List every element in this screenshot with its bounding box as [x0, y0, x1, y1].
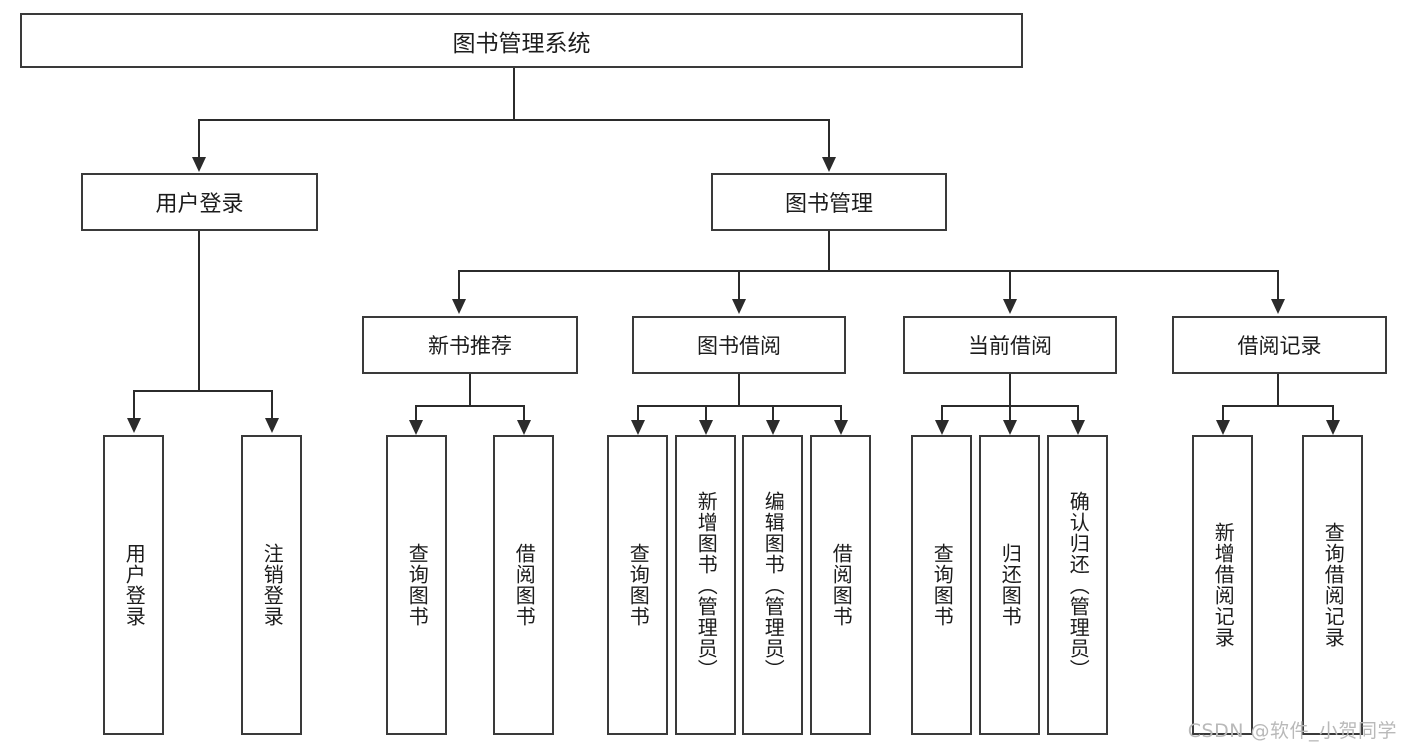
leaf-borrow-query-book[interactable]: 查询图书: [607, 435, 668, 735]
node-label: 新增图书（管理员）: [694, 490, 719, 680]
node-label: 编辑图书（管理员）: [761, 490, 786, 680]
leaf-record-query-record[interactable]: 查询借阅记录: [1302, 435, 1363, 735]
connector-drop-leaf-record-2: [1332, 405, 1334, 425]
arrow-down-leaf-user-login-2: [265, 418, 279, 433]
leaf-borrow-borrow-book[interactable]: 借阅图书: [810, 435, 871, 735]
arrow-down-leaf-record-1: [1216, 420, 1230, 435]
arrow-down-leaf-current-3: [1071, 420, 1085, 435]
connector-drop-new-book-recommend: [458, 270, 460, 301]
connector-drop-leaf-recommend-2: [523, 405, 525, 425]
connector-drop-current-borrow: [1009, 270, 1011, 301]
arrow-down-leaf-recommend-2: [517, 420, 531, 435]
connector-root-stem: [513, 68, 515, 120]
leaf-recommend-borrow-book[interactable]: 借阅图书: [493, 435, 554, 735]
arrow-down-leaf-current-2: [1003, 420, 1017, 435]
node-label: 图书管理: [784, 192, 873, 217]
leaf-user-login-logout[interactable]: 注销登录: [241, 435, 302, 735]
leaf-user-login-login[interactable]: 用户登录: [103, 435, 164, 735]
connector-drop-leaf-record-1: [1222, 405, 1224, 425]
leaf-borrow-add-book-admin[interactable]: 新增图书（管理员）: [675, 435, 736, 735]
connector-borrow-record-bus: [1222, 405, 1334, 407]
arrow-down-leaf-borrow-4: [834, 420, 848, 435]
node-book-borrow[interactable]: 图书借阅: [632, 316, 846, 374]
leaf-borrow-edit-book-admin[interactable]: 编辑图书（管理员）: [742, 435, 803, 735]
connector-drop-leaf-current-1: [941, 405, 943, 425]
arrow-down-leaf-borrow-2: [699, 420, 713, 435]
connector-current-borrow-stem: [1009, 374, 1011, 406]
connector-drop-leaf-current-3: [1077, 405, 1079, 425]
node-label: 查询图书: [626, 543, 651, 627]
node-label: 借阅图书: [829, 543, 854, 627]
connector-drop-leaf-borrow-2: [705, 405, 707, 425]
connector-user-login-stem: [198, 231, 200, 391]
arrow-down-new-book-recommend: [452, 299, 466, 314]
connector-book-borrow-bus: [637, 405, 842, 407]
connector-drop-book-borrow: [738, 270, 740, 301]
arrow-down-leaf-user-login-1: [127, 418, 141, 433]
node-new-book-recommend[interactable]: 新书推荐: [362, 316, 578, 374]
arrow-down-current-borrow: [1003, 299, 1017, 314]
node-label: 借阅记录: [1237, 334, 1322, 358]
connector-drop-leaf-borrow-4: [840, 405, 842, 425]
node-label: 查询图书: [405, 543, 430, 627]
connector-level3-bus: [458, 270, 1279, 272]
connector-book-borrow-stem: [738, 374, 740, 406]
arrow-down-leaf-record-2: [1326, 420, 1340, 435]
arrow-down-book-management: [822, 157, 836, 172]
node-label: 归还图书: [998, 543, 1023, 627]
leaf-current-confirm-return-admin[interactable]: 确认归还（管理员）: [1047, 435, 1108, 735]
arrow-down-leaf-recommend-1: [409, 420, 423, 435]
connector-borrow-record-stem: [1277, 374, 1279, 406]
arrow-down-user-login: [192, 157, 206, 172]
node-label: 新书推荐: [428, 334, 512, 358]
connector-new-book-recommend-bus: [415, 405, 525, 407]
node-label: 新增借阅记录: [1211, 522, 1236, 648]
leaf-record-add-record[interactable]: 新增借阅记录: [1192, 435, 1253, 735]
node-label: 查询图书: [930, 543, 955, 627]
connector-book-management-stem: [828, 231, 830, 271]
arrow-down-borrow-record: [1271, 299, 1285, 314]
connector-drop-leaf-borrow-1: [637, 405, 639, 425]
leaf-current-query-book[interactable]: 查询图书: [911, 435, 972, 735]
arrow-down-leaf-borrow-3: [766, 420, 780, 435]
connector-drop-leaf-borrow-3: [772, 405, 774, 425]
node-user-login[interactable]: 用户登录: [81, 173, 318, 231]
node-label: 注销登录: [260, 543, 285, 627]
connector-drop-user-login: [198, 119, 200, 159]
node-book-management-system[interactable]: 图书管理系统: [20, 13, 1023, 68]
arrow-down-leaf-current-1: [935, 420, 949, 435]
node-label: 图书管理系统: [452, 30, 591, 57]
arrow-down-leaf-borrow-1: [631, 420, 645, 435]
node-label: 查询借阅记录: [1321, 522, 1346, 648]
node-label: 用户登录: [122, 543, 147, 627]
node-label: 图书借阅: [697, 334, 781, 358]
connector-root-bus: [198, 119, 830, 121]
arrow-down-book-borrow: [732, 299, 746, 314]
node-current-borrow[interactable]: 当前借阅: [903, 316, 1117, 374]
node-label: 用户登录: [155, 192, 244, 217]
node-label: 确认归还（管理员）: [1066, 490, 1091, 680]
connector-drop-leaf-user-login-2: [271, 390, 273, 420]
connector-new-book-recommend-stem: [469, 374, 471, 406]
leaf-current-return-book[interactable]: 归还图书: [979, 435, 1040, 735]
connector-drop-borrow-record: [1277, 270, 1279, 301]
node-borrow-record[interactable]: 借阅记录: [1172, 316, 1387, 374]
connector-drop-leaf-recommend-1: [415, 405, 417, 425]
connector-user-login-bus: [133, 390, 273, 392]
leaf-recommend-query-book[interactable]: 查询图书: [386, 435, 447, 735]
node-label: 借阅图书: [512, 543, 537, 627]
connector-drop-leaf-user-login-1: [133, 390, 135, 420]
connector-drop-book-management: [828, 119, 830, 159]
csdn-watermark: CSDN @软件_小贺同学: [1187, 720, 1397, 742]
connector-drop-leaf-current-2: [1009, 405, 1011, 425]
node-label: 当前借阅: [968, 334, 1052, 358]
node-book-management[interactable]: 图书管理: [711, 173, 947, 231]
